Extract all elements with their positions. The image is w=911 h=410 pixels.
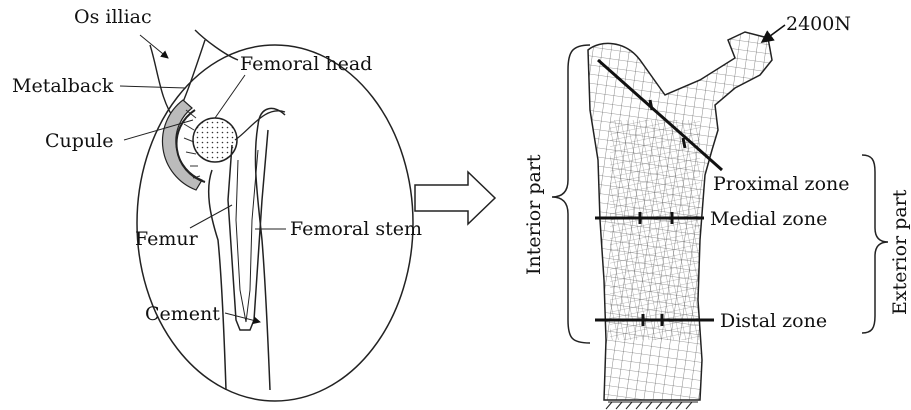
label-cement: Cement [145,303,220,325]
fe-mesh-femur: 2400N Proximal zone Medial zone Distal z… [523,13,911,410]
prosthesis-schematic: Os illiac Metalback Femoral head Cupule … [12,6,422,401]
leader-cupule [124,120,193,140]
label-metalback: Metalback [12,75,114,97]
label-exterior-part: Exterior part [889,189,911,315]
femoral-stem-inner [236,150,258,322]
label-medial-zone: Medial zone [710,208,827,230]
label-femoral-head: Femoral head [240,53,372,75]
label-os-illiac: Os illiac [74,6,152,28]
transition-arrow [415,172,495,224]
femoral-head [193,118,237,162]
label-femoral-stem: Femoral stem [290,218,422,240]
label-distal-zone: Distal zone [720,310,827,332]
label-load: 2400N [786,13,851,35]
leader-metalback [120,86,186,88]
label-proximal-zone: Proximal zone [713,173,850,195]
leader-femoral-head [215,75,245,118]
fixed-support [606,402,698,409]
label-cupule: Cupule [45,130,114,152]
os-illiac-outline [150,30,238,120]
exterior-part-brace [862,155,888,333]
femoral-stem [228,130,268,330]
load-arrow [762,25,785,42]
interior-part-brace [552,45,590,343]
label-femur: Femur [135,228,199,250]
label-interior-part: Interior part [523,154,545,275]
leader-os-illiac [140,35,168,58]
